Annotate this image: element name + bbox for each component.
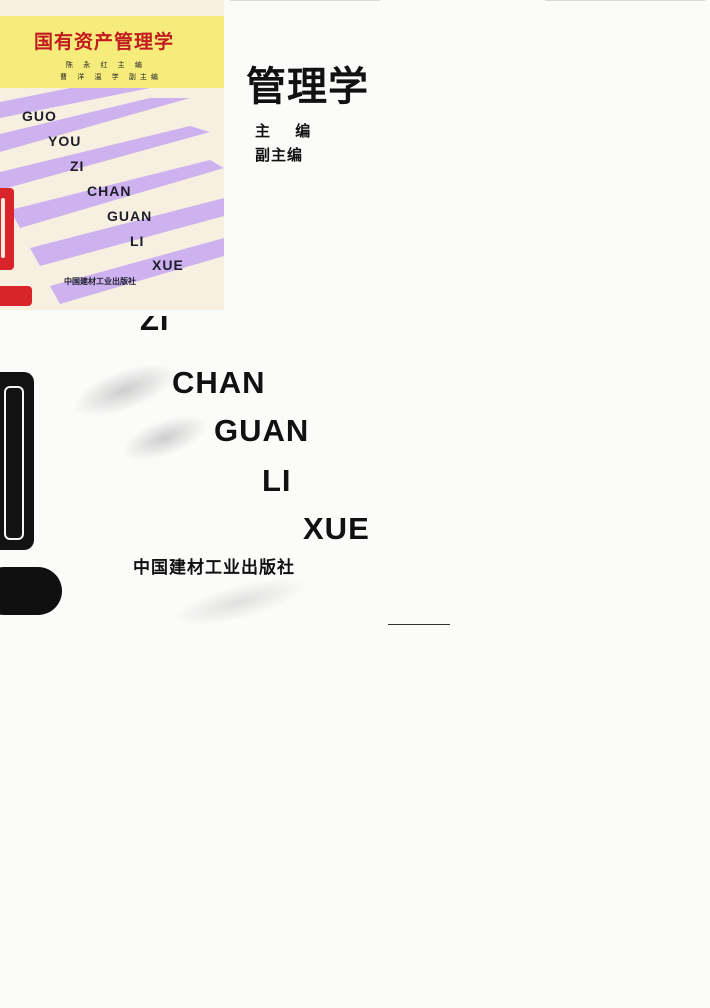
title-page-title: 管理学 <box>246 63 369 110</box>
binding-mark <box>0 372 34 550</box>
cover-red-tab <box>0 188 14 270</box>
binding-mark <box>0 567 62 615</box>
cover-title-band <box>0 16 224 88</box>
book-cover: 国有资产管理学 陈 永 红 主 编 曹 洋 温 学 副主编 GUO YOU ZI… <box>0 0 224 310</box>
deputy-editor-label: 副主编 <box>255 146 304 164</box>
cover-word-xue: XUE <box>152 257 184 273</box>
cover-publisher: 中国建材工业出版社 <box>64 276 136 286</box>
cover-author-line: 曹 洋 温 学 副主编 <box>60 73 162 81</box>
title-page-publisher: 中国建材工业出版社 <box>133 558 295 578</box>
cover-word-you: YOU <box>48 133 82 149</box>
title-page-word-li: LI <box>262 463 292 498</box>
editor-label: 主 编 <box>255 122 321 140</box>
cover-stripe-pattern <box>0 88 224 304</box>
top-edge-rule <box>230 0 380 1</box>
title-page-word-zi: ZI <box>140 316 170 337</box>
title-page-word-chan: CHAN <box>172 365 266 400</box>
cover-red-tab <box>0 286 32 306</box>
cover-word-chan: CHAN <box>87 183 132 199</box>
cover-author-line: 陈 永 红 主 编 <box>66 61 146 69</box>
scan-smudge <box>116 405 214 471</box>
title-page-word-xue: XUE <box>303 511 370 546</box>
scan-smudge <box>66 352 184 428</box>
cover-word-zi: ZI <box>70 158 85 174</box>
top-edge-rule <box>545 0 705 1</box>
cover-title: 国有资产管理学 <box>34 31 175 53</box>
cover-word-li: LI <box>130 233 145 249</box>
title-page-rule <box>388 624 450 625</box>
title-page-word-guan: GUAN <box>214 413 310 448</box>
cover-word-guo: GUO <box>22 108 57 124</box>
cover-word-guan: GUAN <box>107 208 153 224</box>
